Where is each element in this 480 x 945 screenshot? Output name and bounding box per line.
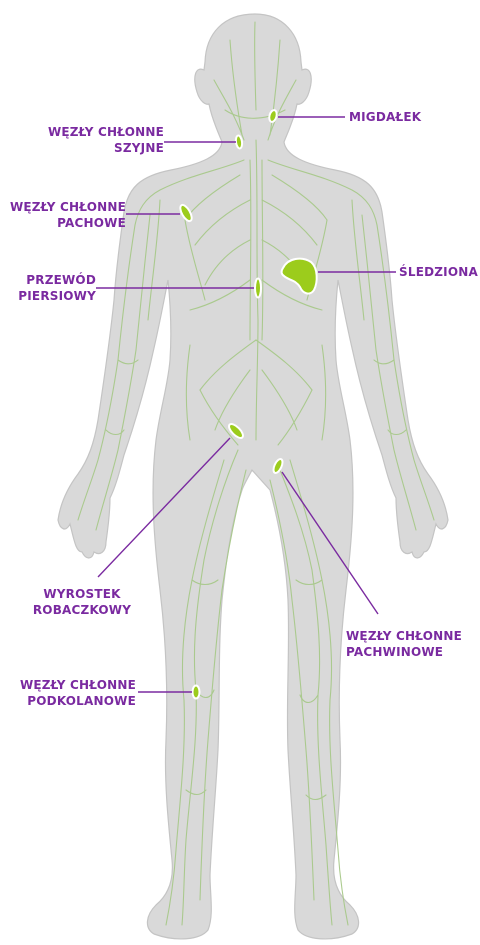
label-thoracic-line1: PRZEWÓD <box>10 272 96 288</box>
label-tonsil-line1: MIGDAŁEK <box>349 109 421 125</box>
label-cervical-line2: SZYJNE <box>46 140 164 156</box>
label-popliteal-line1: WĘZŁY CHŁONNE <box>4 677 136 693</box>
label-cervical-nodes: WĘZŁY CHŁONNE SZYJNE <box>46 124 164 156</box>
label-axillary-nodes: WĘZŁY CHŁONNE PACHOWE <box>4 199 126 231</box>
label-appendix-line2: ROBACZKOWY <box>20 602 144 618</box>
thoracic-duct-organ <box>255 279 261 298</box>
label-tonsil: MIGDAŁEK <box>349 109 421 125</box>
label-spleen: ŚLEDZIONA <box>399 264 478 280</box>
label-axillary-line1: WĘZŁY CHŁONNE <box>4 199 126 215</box>
label-cervical-line1: WĘZŁY CHŁONNE <box>46 124 164 140</box>
label-inguinal-nodes: WĘZŁY CHŁONNE PACHWINOWE <box>346 628 462 660</box>
label-appendix: WYROSTEK ROBACZKOWY <box>20 586 144 618</box>
label-spleen-line1: ŚLEDZIONA <box>399 264 478 280</box>
label-thoracic-duct: PRZEWÓD PIERSIOWY <box>10 272 96 304</box>
label-popliteal-line2: PODKOLANOWE <box>4 693 136 709</box>
label-appendix-line1: WYROSTEK <box>20 586 144 602</box>
label-inguinal-line1: WĘZŁY CHŁONNE <box>346 628 462 644</box>
popliteal-node-organ <box>193 686 200 699</box>
label-popliteal-nodes: WĘZŁY CHŁONNE PODKOLANOWE <box>4 677 136 709</box>
label-axillary-line2: PACHOWE <box>4 215 126 231</box>
label-thoracic-line2: PIERSIOWY <box>10 288 96 304</box>
label-inguinal-line2: PACHWINOWE <box>346 644 462 660</box>
